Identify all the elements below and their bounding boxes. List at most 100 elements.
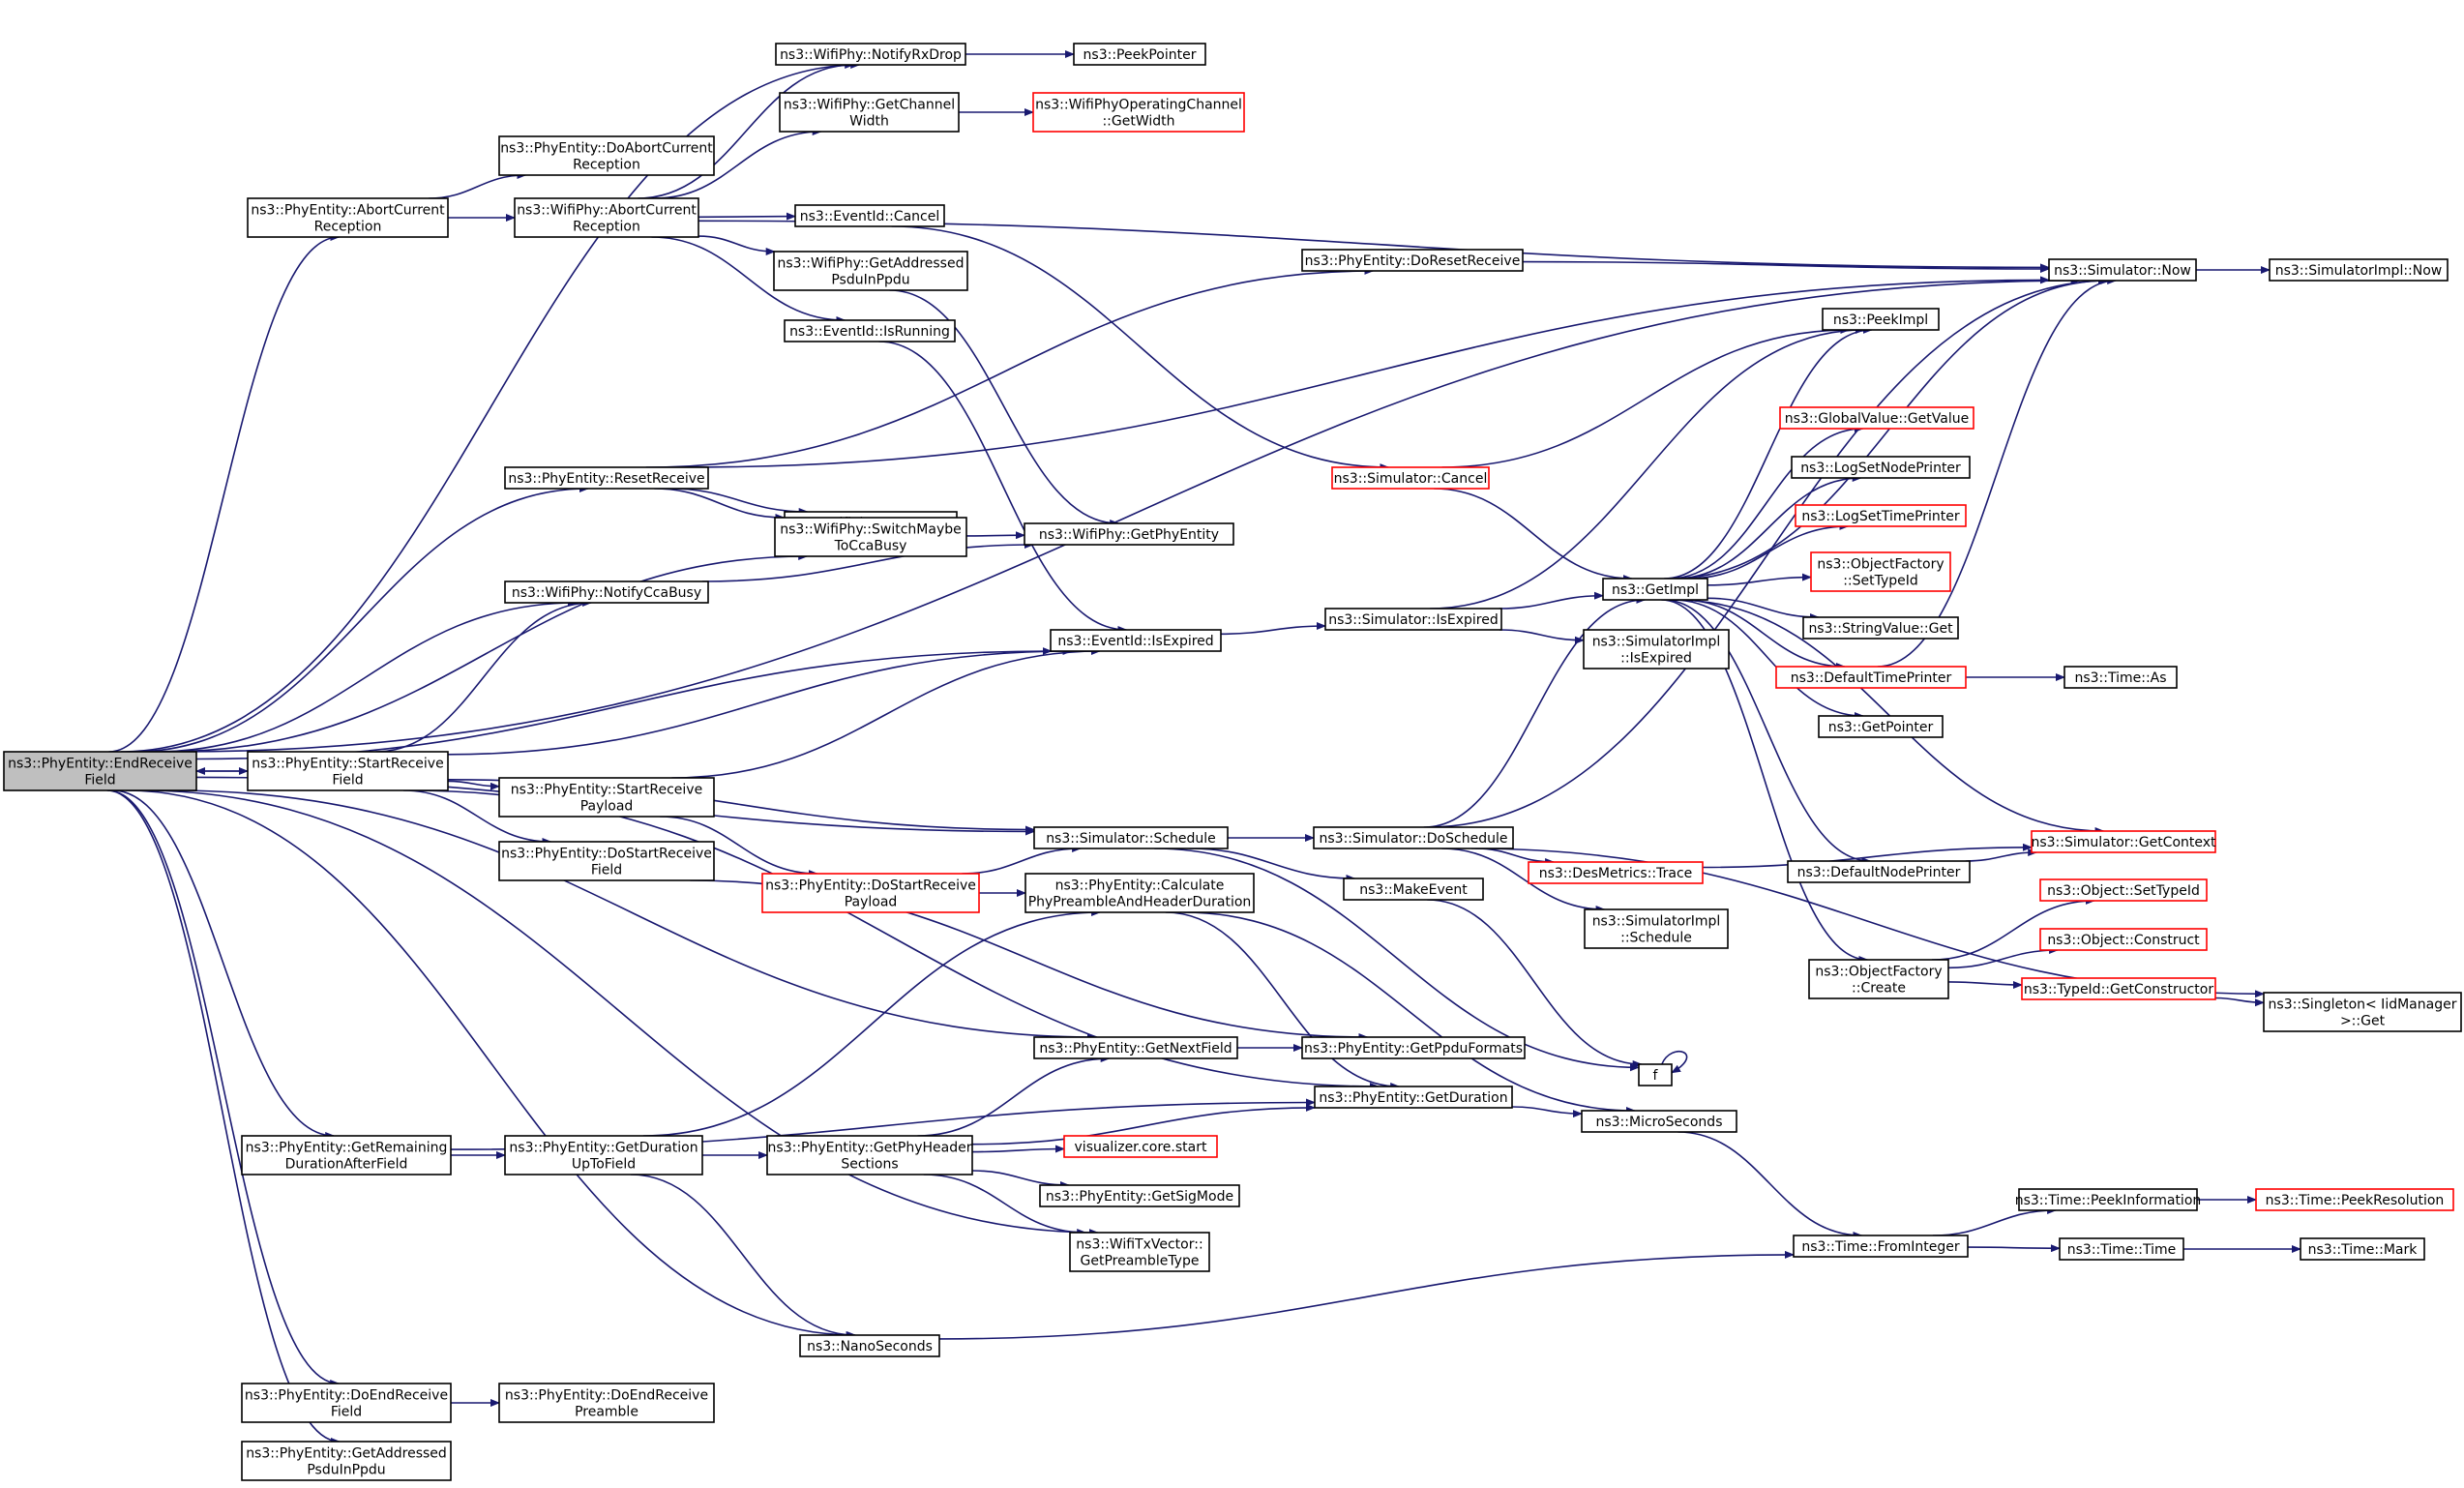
node-label: ns3::LogSetTimePrinter xyxy=(1801,509,1960,524)
call-edge xyxy=(1423,596,1647,828)
graph-node-getPhyEntity[interactable]: ns3::WifiPhy::GetPhyEntity xyxy=(1024,522,1234,546)
graph-node-simGetContext[interactable]: ns3::Simulator::GetContext xyxy=(2031,830,2216,853)
graph-node-getNextField[interactable]: ns3::PhyEntity::GetNextField xyxy=(1033,1036,1238,1059)
call-edge xyxy=(1707,573,1812,586)
graph-node-eventIsExpired[interactable]: ns3::EventId::IsExpired xyxy=(1050,629,1222,652)
graph-node-timeMark[interactable]: ns3::Time::Mark xyxy=(2300,1237,2425,1261)
graph-node-fNode[interactable]: f xyxy=(1638,1063,1673,1086)
graph-node-calcPreamble[interactable]: ns3::PhyEntity::CalculatePhyPreambleAndH… xyxy=(1024,873,1255,913)
node-box xyxy=(2300,1237,2425,1261)
node-box xyxy=(498,777,715,818)
graph-node-notifyRxDrop[interactable]: ns3::WifiPhy::NotifyRxDrop xyxy=(775,43,966,66)
call-edge xyxy=(669,488,809,516)
call-edge xyxy=(1661,1050,1688,1074)
call-edge xyxy=(1663,599,1872,865)
graph-node-logSetTime[interactable]: ns3::LogSetTimePrinter xyxy=(1795,504,1967,527)
node-box xyxy=(1073,43,1206,66)
node-label: UpToField xyxy=(572,1157,636,1173)
graph-node-ofSetTypeId[interactable]: ns3::ObjectFactory::SetTypeId xyxy=(1810,551,1951,592)
graph-node-simImplIsExpired[interactable]: ns3::SimulatorImpl::IsExpired xyxy=(1583,629,1730,670)
node-label: ns3::SimulatorImpl xyxy=(1592,914,1721,930)
graph-node-desMetricsTrace[interactable]: ns3::DesMetrics::Trace xyxy=(1528,861,1704,884)
node-box xyxy=(247,751,449,791)
graph-node-nanoSeconds[interactable]: ns3::NanoSeconds xyxy=(799,1334,940,1357)
graph-node-simImplSchedule[interactable]: ns3::SimulatorImpl::Schedule xyxy=(1584,908,1729,949)
call-edge xyxy=(1677,1131,1863,1239)
call-edge xyxy=(698,235,776,255)
graph-node-timeAs[interactable]: ns3::Time::As xyxy=(2063,666,2178,689)
graph-node-getSigMode[interactable]: ns3::PhyEntity::GetSigMode xyxy=(1039,1184,1240,1207)
graph-node-resetReceive[interactable]: ns3::PhyEntity::ResetReceive xyxy=(504,466,709,490)
graph-node-simImplNow[interactable]: ns3::SimulatorImpl::Now xyxy=(2269,258,2449,282)
graph-node-eventIsRunning[interactable]: ns3::EventId::IsRunning xyxy=(784,319,956,342)
graph-node-timePeekInfo[interactable]: ns3::Time::PeekInformation xyxy=(2015,1188,2202,1211)
graph-node-opChannelGetWidth[interactable]: ns3::WifiPhyOperatingChannel::GetWidth xyxy=(1032,92,1245,133)
call-edge xyxy=(878,341,1128,634)
graph-node-simSchedule[interactable]: ns3::Simulator::Schedule xyxy=(1033,826,1229,849)
graph-node-getRemaining[interactable]: ns3::PhyEntity::GetRemainingDurationAfte… xyxy=(241,1135,452,1176)
graph-node-peekPointer[interactable]: ns3::PeekPointer xyxy=(1073,43,1206,66)
graph-node-defaultNodePrinter[interactable]: ns3::DefaultNodePrinter xyxy=(1787,860,1971,883)
graph-node-stringValueGet[interactable]: ns3::StringValue::Get xyxy=(1802,616,1959,640)
graph-node-ofCreate[interactable]: ns3::ObjectFactory::Create xyxy=(1808,959,1949,999)
graph-node-simDoSchedule[interactable]: ns3::Simulator::DoSchedule xyxy=(1313,826,1514,849)
node-label: ns3::Singleton< IidManager xyxy=(2269,997,2457,1013)
node-box xyxy=(773,251,968,291)
graph-node-logSetNode[interactable]: ns3::LogSetNodePrinter xyxy=(1791,456,1971,479)
graph-node-peekImpl[interactable]: ns3::PeekImpl xyxy=(1822,308,1940,331)
node-label: ns3::Time::Mark xyxy=(2308,1242,2419,1258)
node-box xyxy=(1602,578,1708,601)
graph-node-simNow[interactable]: ns3::Simulator::Now xyxy=(2048,258,2197,282)
graph-node-getImpl[interactable]: ns3::GetImpl xyxy=(1602,578,1708,601)
call-edge xyxy=(1707,597,1820,621)
graph-node-timePeekRes[interactable]: ns3::Time::PeekResolution xyxy=(2255,1188,2454,1211)
node-box xyxy=(1791,456,1971,479)
call-edge xyxy=(402,789,552,846)
node-box xyxy=(2263,992,2462,1032)
graph-node-makeEvent[interactable]: ns3::MakeEvent xyxy=(1343,878,1484,901)
graph-node-microSeconds[interactable]: ns3::MicroSeconds xyxy=(1581,1110,1737,1133)
graph-node-objConstruct[interactable]: ns3::Object::Construct xyxy=(2039,928,2208,951)
call-edge xyxy=(141,789,1099,1236)
node-box xyxy=(766,1135,973,1176)
graph-node-objSetTypeId[interactable]: ns3::Object::SetTypeId xyxy=(2039,878,2208,902)
node-label: ns3::PhyEntity::DoEndReceive xyxy=(245,1388,448,1404)
graph-node-simIsExpired[interactable]: ns3::Simulator::IsExpired xyxy=(1324,608,1502,631)
graph-node-timeTime[interactable]: ns3::Time::Time xyxy=(2059,1237,2184,1261)
call-edge xyxy=(651,236,846,324)
graph-node-eventCancel[interactable]: ns3::EventId::Cancel xyxy=(794,204,945,227)
graph-node-timeFromInteger[interactable]: ns3::Time::FromInteger xyxy=(1793,1235,1969,1258)
node-label: Payload xyxy=(580,799,634,815)
graph-node-defaultTimePrinter[interactable]: ns3::DefaultTimePrinter xyxy=(1775,666,1967,689)
graph-node-getPpduFormats[interactable]: ns3::PhyEntity::GetPpduFormats xyxy=(1301,1036,1526,1059)
node-label: ns3::GetImpl xyxy=(1612,582,1699,598)
graph-node-simCancel[interactable]: ns3::Simulator::Cancel xyxy=(1331,466,1490,490)
node-label: ns3::WifiTxVector:: xyxy=(1076,1237,1202,1253)
graph-node-getPointer[interactable]: ns3::GetPointer xyxy=(1818,715,1944,738)
graph-node-gvGetValue[interactable]: ns3::GlobalValue::GetValue xyxy=(1779,406,1974,430)
graph-node-getPreambleType[interactable]: ns3::WifiTxVector::GetPreambleType xyxy=(1069,1232,1210,1272)
graph-node-notifyCcaBusy[interactable]: ns3::WifiPhy::NotifyCcaBusy xyxy=(504,580,709,604)
node-label: ns3::PhyEntity::DoResetReceive xyxy=(1305,253,1521,269)
graph-node-vizStart[interactable]: visualizer.core.start xyxy=(1063,1135,1218,1158)
graph-node-typeIdGetCtor[interactable]: ns3::TypeId::GetConstructor xyxy=(2021,977,2216,1000)
graph-node-singletonGet[interactable]: ns3::Singleton< IidManager>::Get xyxy=(2263,992,2462,1032)
graph-node-doResetReceive[interactable]: ns3::PhyEntity::DoResetReceive xyxy=(1301,249,1524,272)
graph-node-getDuration[interactable]: ns3::PhyEntity::GetDuration xyxy=(1314,1086,1513,1109)
